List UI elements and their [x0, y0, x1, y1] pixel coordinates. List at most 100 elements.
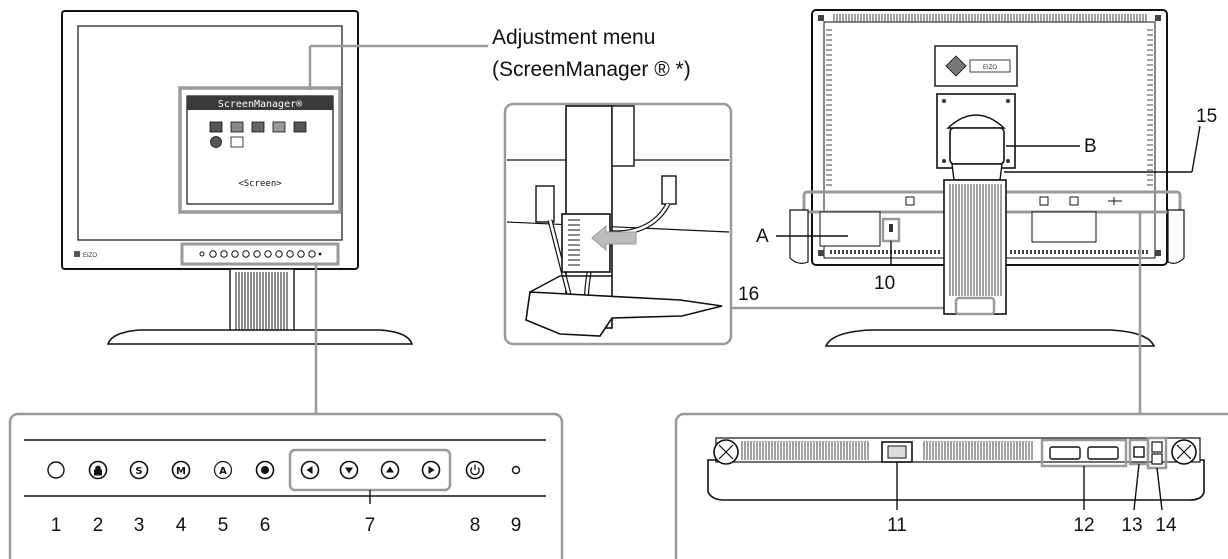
rear-right-vents: [1147, 29, 1153, 186]
bottom-vent-slot: [846, 250, 848, 254]
bottom-vent-slot: [1078, 250, 1080, 254]
bottom-vent-slot: [862, 250, 864, 254]
bottom-label-13: 13: [1121, 515, 1142, 536]
bottom-vent-slot: [926, 250, 928, 254]
front-mini-button: [275, 250, 283, 258]
bottom-vent-slot: [1074, 250, 1076, 254]
auto-button[interactable]: [213, 460, 233, 480]
right-arrow-icon: [428, 466, 435, 474]
rear-stand-neck-top: [951, 163, 1003, 181]
bottom-vent-slot: [1026, 250, 1028, 254]
bottom-vent-slot: [842, 250, 844, 254]
front-mini-button: [308, 250, 316, 258]
enter-dot-icon: [261, 466, 269, 474]
label-13-leader: [1133, 463, 1140, 511]
rear-connector-icons: [905, 196, 1122, 206]
callout-15-leader: [1191, 125, 1201, 173]
front-label-6: 6: [260, 515, 271, 536]
bottom-vent-slot: [1114, 250, 1116, 254]
osd-icon-screen: [209, 121, 223, 133]
rear-lower-right-block: [1031, 211, 1097, 243]
front-mini-button: [209, 250, 217, 258]
bottom-vent-slot: [1070, 250, 1072, 254]
bottom-vent-slot: [938, 250, 940, 254]
input-signal-symbol: S: [135, 466, 142, 477]
bottom-vent-slot: [838, 250, 840, 254]
rear-left-vents: [826, 29, 832, 186]
detail-connector-right: [661, 175, 677, 205]
rear-logo-text-box: [969, 59, 1011, 73]
bottom-vent-slot: [1034, 250, 1036, 254]
front-label-8: 8: [470, 515, 481, 536]
bottom-vent-slot: [882, 250, 884, 254]
bottom-label-11: 11: [887, 515, 907, 536]
rear-dvi-icon-1: [1039, 196, 1049, 206]
vesa-hole-br: [1006, 159, 1010, 163]
vesa-hole-bl: [942, 159, 946, 163]
bottom-vent-slot: [906, 250, 908, 254]
mode-button[interactable]: [171, 460, 191, 480]
bottom-vent-slot: [1094, 250, 1096, 254]
front-logo: EIZO: [74, 251, 97, 259]
front-logo-mark: [74, 251, 80, 257]
front-mini-button: [286, 250, 294, 258]
osd-icon-picture: [251, 121, 265, 133]
front-label-7: 7: [365, 515, 376, 536]
bottom-vent-slot: [834, 250, 836, 254]
usb-downstream-port-2: [1151, 453, 1163, 465]
bottom-vent-slot: [930, 250, 932, 254]
detail-connector-left: [535, 185, 555, 223]
bottom-vent-slot: [854, 250, 856, 254]
menu-callout-subtitle: (ScreenManager ® *): [492, 58, 691, 81]
bottom-vent-slot: [934, 250, 936, 254]
bottom-vent-slot: [1142, 250, 1144, 254]
callout-A-label: A: [756, 226, 769, 247]
rear-top-vents: [833, 14, 1147, 22]
down-arrow-icon: [345, 467, 353, 474]
power-indicator: [511, 465, 521, 475]
callout-15-label: 15: [1196, 106, 1217, 127]
rear-cable-holder-highlight: [954, 296, 996, 316]
bottom-vent-slot: [1050, 250, 1052, 254]
bottom-vent-slot: [1102, 250, 1104, 254]
rear-power-icon: [905, 196, 915, 206]
rear-foot-right: [1167, 209, 1185, 264]
osd-icon-grid: [209, 121, 307, 148]
sensor-window: [47, 461, 65, 479]
bottom-vent-slot: [1130, 250, 1132, 254]
bottom-panel-vents: [741, 441, 1033, 460]
bottom-vent-slot: [910, 250, 912, 254]
front-button-panel: S M A 1 2 3 4 5 6 7 8 9: [8, 412, 564, 559]
power-connector-inner: [887, 445, 907, 459]
front-panel-frame: [8, 412, 564, 559]
bottom-vent-slot: [830, 250, 832, 254]
front-mini-button: [253, 250, 261, 258]
detail-back-line-2: [506, 221, 730, 233]
callout-B-label: B: [1084, 136, 1097, 157]
osd-highlight-box: [178, 86, 342, 214]
front-label-1: 1: [51, 515, 62, 536]
bottom-vent-slot: [866, 250, 868, 254]
rear-lower-left-block: [819, 211, 881, 247]
bottom-vent-slot: [1126, 250, 1128, 254]
bottom-vent-slot: [1030, 250, 1032, 254]
dvi-connector-2: [1087, 446, 1119, 460]
bottom-panel-labels: 11 12 13 14: [887, 515, 1177, 536]
rear-logo-text: EIZO: [983, 65, 997, 71]
front-logo-text: EIZO: [83, 253, 97, 259]
auto-symbol: A: [219, 466, 227, 477]
rear-usb-icon: [1108, 197, 1122, 205]
rear-dvi-icon-2: [1069, 196, 1079, 206]
input-signal-button[interactable]: [129, 460, 149, 480]
front-label-3: 3: [134, 515, 145, 536]
menu-callout-title: Adjustment menu: [492, 26, 655, 49]
osd-icon-sound: [272, 121, 286, 133]
bottom-vent-slot: [918, 250, 920, 254]
rear-logo-plate: EIZO: [934, 45, 1018, 87]
front-neck-vents: [235, 272, 288, 330]
osd-icon-info: [293, 121, 307, 133]
front-button-row: [199, 250, 322, 258]
bottom-vent-slot: [1134, 250, 1136, 254]
osd-icon-exit: [230, 136, 244, 148]
